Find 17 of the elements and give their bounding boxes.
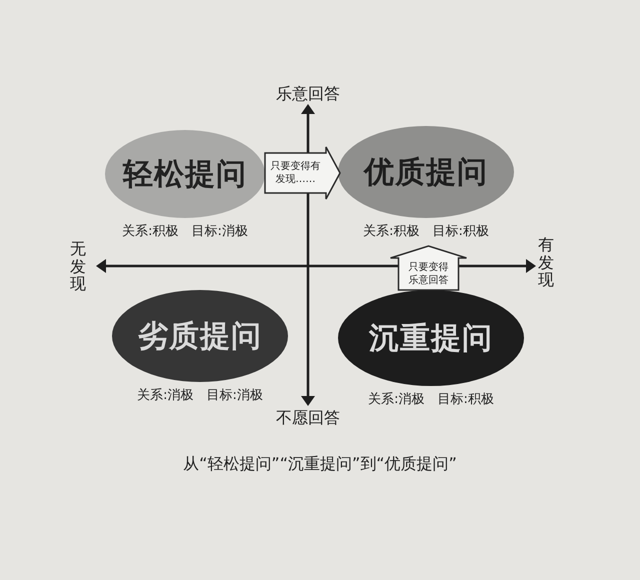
quadrant-title: 轻松提问 (123, 156, 247, 194)
attribute-text: 关系:积极 目标:积极 (363, 223, 489, 241)
figure-caption: 从“轻松提问”“沉重提问”到“优质提问” (182, 453, 458, 475)
block-arrow (390, 245, 468, 291)
quadrant-title: 沉重提问 (369, 320, 493, 358)
quadrant-title: 劣质提问 (138, 318, 262, 356)
attribute-text: 关系:消极 目标:消极 (137, 387, 263, 405)
axis-label: 无发现 (70, 240, 86, 293)
edge-label: 只要变得有发现…… (270, 160, 322, 186)
attribute-text: 关系:积极 目标:消极 (122, 223, 248, 241)
block-arrow (264, 146, 341, 200)
axis-label: 不愿回答 (275, 407, 341, 429)
axis-label: 有发现 (538, 236, 554, 289)
edge-label: 只要变得乐意回答 (408, 261, 450, 287)
attribute-text: 关系:消极 目标:积极 (368, 391, 494, 409)
quadrant-title: 优质提问 (364, 154, 488, 192)
axis-label: 乐意回答 (275, 83, 341, 105)
